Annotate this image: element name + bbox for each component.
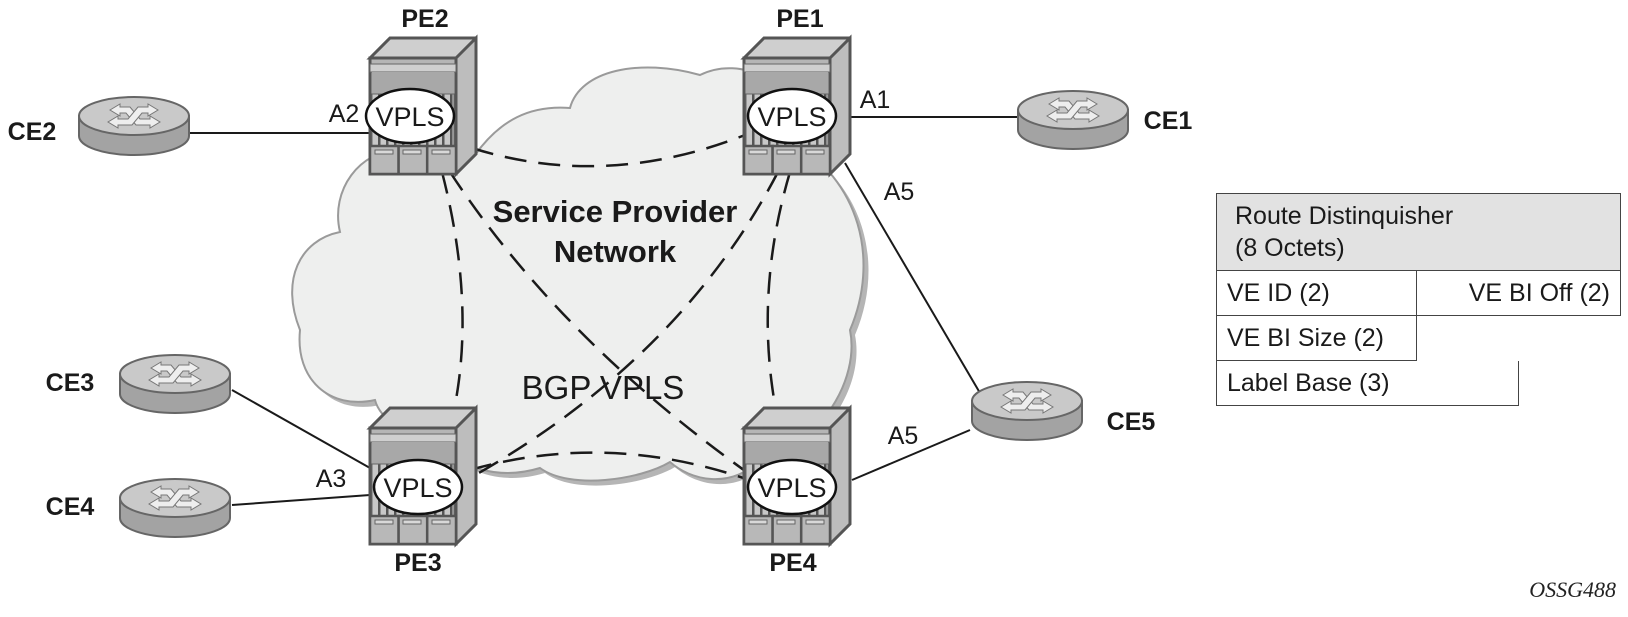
router-icon xyxy=(1017,90,1129,150)
ce4-node[interactable]: CE4 xyxy=(46,478,231,538)
pw-pe2-pe4 xyxy=(448,171,756,480)
ce1-label: CE1 xyxy=(1144,107,1193,135)
vpls-instance-pe3 xyxy=(372,458,464,516)
ce3-node[interactable]: CE3 xyxy=(46,354,231,414)
pe4-node[interactable]: VPLS PE4 xyxy=(742,406,852,577)
attachment-label-a5-top: A5 xyxy=(884,178,915,206)
link-pe1-ce5 xyxy=(844,162,981,394)
vpls-instance-pe4 xyxy=(746,458,838,516)
figure-id: OSSG488 xyxy=(1529,577,1616,602)
link-ce4-pe3 xyxy=(231,494,371,506)
pw-pe2-pe3 xyxy=(440,171,464,406)
router-icon xyxy=(78,96,190,156)
pe2-label: PE2 xyxy=(401,5,448,33)
attachment-label-a2: A2 xyxy=(329,100,360,128)
attachment-label-a1: A1 xyxy=(860,86,891,114)
route-distinguisher-size: (8 Octets) xyxy=(1235,234,1345,262)
vpls-instance-pe2 xyxy=(364,87,456,145)
attachment-label-a3: A3 xyxy=(316,465,347,493)
pe3-label: PE3 xyxy=(394,549,441,577)
router-icon xyxy=(119,478,231,538)
pw-pe1-pe4 xyxy=(766,171,792,406)
vpls-label: VPLS xyxy=(757,102,826,132)
attachment-circuits xyxy=(190,116,1018,506)
router-icon xyxy=(971,381,1083,441)
vpls-label: VPLS xyxy=(383,473,452,503)
ve-id-cell: VE ID (2) xyxy=(1216,271,1417,316)
cloud-title-line1: Service Provider xyxy=(493,194,738,229)
pe3-node[interactable]: VPLS PE3 xyxy=(368,406,478,577)
label-base-cell: Label Base (3) xyxy=(1216,361,1519,406)
ce2-label: CE2 xyxy=(8,118,57,146)
link-pe4-ce5 xyxy=(851,429,971,481)
pw-pe2-pe1 xyxy=(471,133,746,168)
route-distinguisher-cell: Route Distinquisher (8 Octets) xyxy=(1216,193,1621,271)
cloud-title-line2: Network xyxy=(554,234,677,269)
pw-pe3-pe4 xyxy=(469,451,756,484)
bgp-vpls-mesh xyxy=(440,133,792,484)
ce5-node[interactable]: CE5 xyxy=(971,381,1156,441)
pe4-label: PE4 xyxy=(769,549,816,577)
pe1-node[interactable]: VPLS PE1 xyxy=(742,5,852,176)
ve-bi-size-cell: VE BI Size (2) xyxy=(1216,316,1417,361)
ce5-label: CE5 xyxy=(1107,408,1156,436)
router-icon xyxy=(119,354,231,414)
ce1-node[interactable]: CE1 xyxy=(1017,90,1193,150)
route-distinguisher-label: Route Distinquisher xyxy=(1235,202,1454,230)
bgp-vpls-label: BGP VPLS xyxy=(522,369,685,406)
ce3-label: CE3 xyxy=(46,369,95,397)
pw-pe1-pe3 xyxy=(469,171,780,480)
vpls-instance-pe1 xyxy=(746,87,838,145)
ce2-node[interactable]: CE2 xyxy=(8,96,190,156)
link-ce3-pe3 xyxy=(231,389,371,469)
vpls-label: VPLS xyxy=(757,473,826,503)
ce4-label: CE4 xyxy=(46,493,95,521)
vpls-label: VPLS xyxy=(375,102,444,132)
pe1-label: PE1 xyxy=(776,5,823,33)
ve-bi-off-cell: VE BI Off (2) xyxy=(1417,271,1621,316)
empty-cell xyxy=(1417,316,1621,361)
pe2-node[interactable]: VPLS PE2 xyxy=(364,5,478,176)
vpls-nlri-table: Route Distinquisher (8 Octets) VE ID (2)… xyxy=(1216,193,1621,406)
attachment-label-a5-bottom: A5 xyxy=(888,422,919,450)
